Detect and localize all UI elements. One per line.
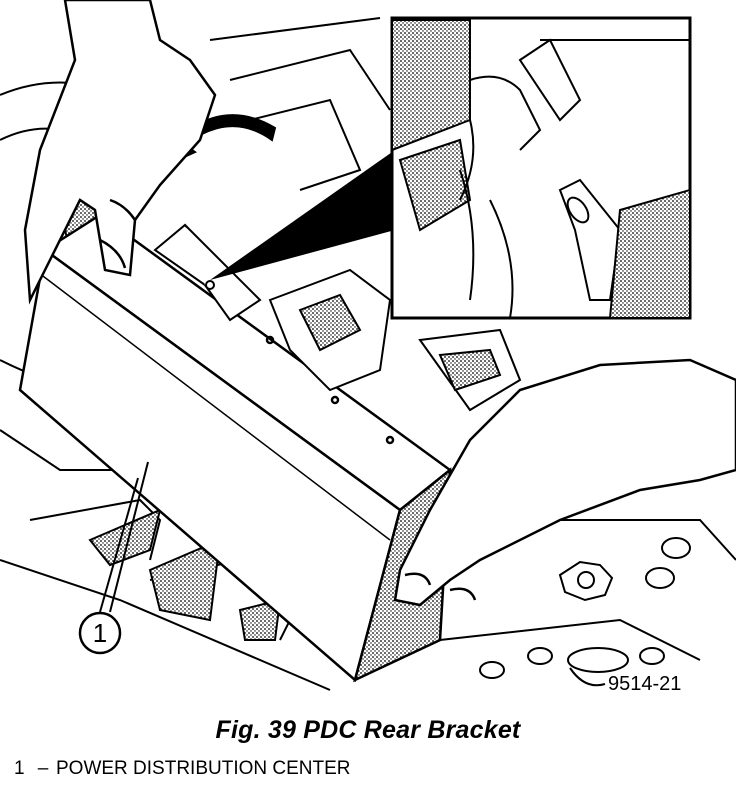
- fasteners: [479, 537, 691, 679]
- figure-id-label: 9514-21: [608, 673, 681, 695]
- left-hand: [23, 0, 217, 305]
- callout-number: 1: [93, 618, 107, 648]
- wire-connectors: [268, 268, 522, 412]
- figure-caption: Fig. 39 PDC Rear Bracket: [215, 716, 521, 744]
- inset-callout-wedge: [210, 150, 395, 280]
- legend-item: 1–POWER DISTRIBUTION CENTER: [14, 758, 351, 780]
- legend-dash: –: [37, 758, 49, 779]
- pdc-rear-bracket-illustration: 1 9514-21: [0, 0, 736, 695]
- legend-text: POWER DISTRIBUTION CENTER: [56, 758, 351, 779]
- detail-inset: [390, 16, 692, 320]
- legend-number: 1: [14, 758, 25, 779]
- right-hand: [393, 358, 736, 607]
- figure-id-leader: [569, 667, 606, 687]
- callout-1: 1: [78, 461, 149, 655]
